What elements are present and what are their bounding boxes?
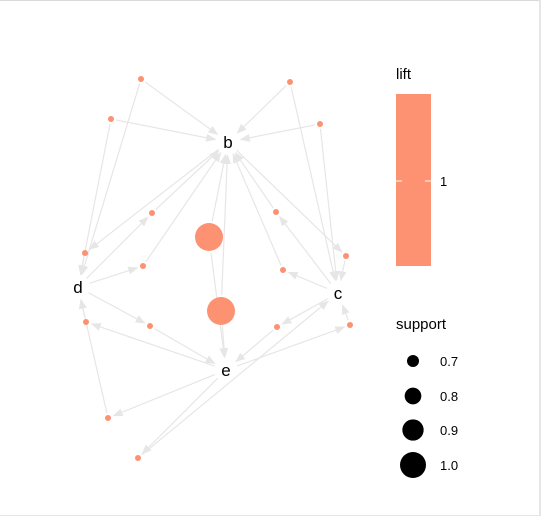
edge-r2-d bbox=[80, 83, 141, 276]
labels-layer: b c d e bbox=[73, 133, 342, 380]
support-legend-label-0.9: 0.9 bbox=[440, 423, 458, 438]
edge-r2-b bbox=[144, 81, 219, 135]
rule-node-r5 bbox=[140, 263, 146, 269]
support-legend-dot-0.8 bbox=[404, 387, 422, 405]
item-node-label-e: e bbox=[221, 361, 230, 380]
edge-r17-b bbox=[211, 153, 228, 222]
rule-node-r10 bbox=[274, 324, 280, 330]
edge-b-r11 bbox=[88, 148, 219, 250]
edge-r4-b bbox=[239, 124, 316, 142]
rule-node-r2 bbox=[138, 76, 144, 82]
edge-r18-e bbox=[220, 326, 229, 359]
item-node-label-c: c bbox=[334, 284, 343, 303]
lift-legend-title: lift bbox=[396, 66, 412, 83]
support-legend-label-0.8: 0.8 bbox=[440, 389, 458, 404]
edge-d-r6 bbox=[86, 216, 149, 279]
rule-node-r12 bbox=[83, 319, 89, 325]
rule-node-r6 bbox=[149, 210, 155, 216]
rule-node-r13 bbox=[343, 253, 349, 259]
rule-node-r4 bbox=[317, 121, 323, 127]
edge-c-r9 bbox=[287, 271, 328, 289]
edge-d-r7 bbox=[88, 292, 146, 324]
edge-r3-b bbox=[236, 85, 287, 134]
edge-r15-d bbox=[79, 298, 108, 414]
edge-r16-c bbox=[141, 300, 329, 456]
lift-tick-label: 1 bbox=[440, 174, 447, 189]
edge-r7-e bbox=[154, 327, 216, 365]
edge-r13-c bbox=[338, 260, 347, 282]
rule-node-r7 bbox=[147, 323, 153, 329]
support-legend-title: support bbox=[396, 316, 447, 333]
rule-node-r16 bbox=[135, 455, 141, 461]
rule-node-r1 bbox=[108, 116, 114, 122]
top-border bbox=[0, 0, 541, 1]
right-border bbox=[539, 0, 541, 516]
edge-e-r16 bbox=[141, 378, 218, 455]
edge-r3-c bbox=[290, 86, 338, 282]
rule-node-r3 bbox=[287, 79, 293, 85]
edges-layer bbox=[78, 81, 350, 456]
rule-node-r17 bbox=[195, 223, 223, 251]
edge-e-r15 bbox=[112, 373, 216, 417]
support-legend-label-1.0: 1.0 bbox=[440, 458, 458, 473]
rule-node-r9 bbox=[280, 267, 286, 273]
edge-r6-b bbox=[155, 150, 220, 211]
rule-node-r11 bbox=[82, 250, 88, 256]
support-legend-dot-1.0 bbox=[400, 452, 426, 478]
support-legend-label-0.7: 0.7 bbox=[440, 354, 458, 369]
lift-legend: lift 1 bbox=[396, 66, 447, 266]
nodes-layer bbox=[82, 76, 353, 461]
edge-d-r5 bbox=[89, 266, 139, 284]
edge-r1-d bbox=[78, 123, 111, 276]
rule-node-r18 bbox=[207, 297, 235, 325]
rule-node-r8 bbox=[273, 209, 279, 215]
support-legend-dot-0.9 bbox=[402, 419, 424, 441]
edge-e-r14 bbox=[237, 326, 346, 367]
support-legend: support 0.7 0.8 0.9 1.0 bbox=[396, 316, 458, 478]
item-node-label-d: d bbox=[73, 278, 82, 297]
rule-node-r14 bbox=[347, 322, 353, 328]
edge-r14-c bbox=[341, 304, 350, 321]
item-node-label-b: b bbox=[223, 133, 232, 152]
edge-e-r12 bbox=[90, 323, 215, 367]
edge-r18-b bbox=[221, 153, 232, 296]
edge-b-r13 bbox=[236, 149, 343, 253]
edge-c-r8 bbox=[279, 215, 332, 284]
edge-r10-e bbox=[235, 329, 274, 363]
rule-node-r15 bbox=[105, 415, 111, 421]
support-legend-items: 0.7 0.8 0.9 1.0 bbox=[400, 354, 458, 478]
edge-r8-b bbox=[234, 151, 274, 209]
edge-r4-c bbox=[319, 128, 340, 282]
lift-colorbar bbox=[396, 94, 431, 266]
edge-r1-b bbox=[115, 119, 217, 142]
edge-r5-b bbox=[145, 151, 222, 263]
edge-r9-b bbox=[232, 153, 282, 266]
support-legend-dot-0.7 bbox=[407, 355, 419, 367]
edge-r11-d bbox=[78, 257, 87, 276]
